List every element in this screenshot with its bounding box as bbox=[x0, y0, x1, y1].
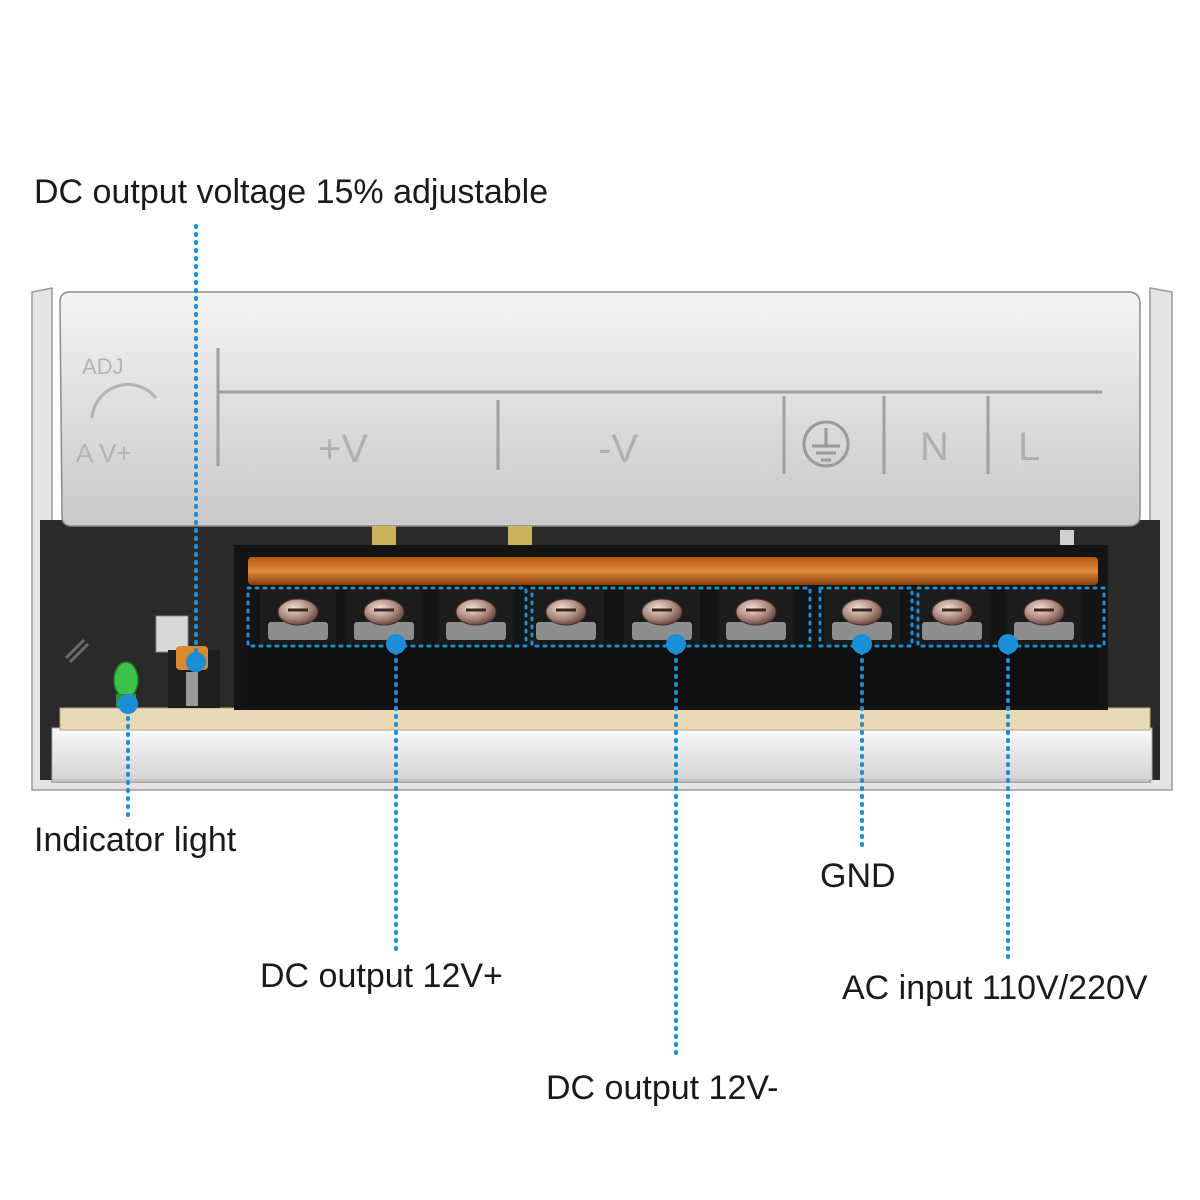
adj-arc bbox=[90, 383, 158, 419]
top-cover bbox=[59, 291, 1141, 527]
terminal-block-base bbox=[248, 647, 1098, 705]
side-slot bbox=[64, 638, 90, 664]
dot-indicator bbox=[118, 694, 138, 714]
v-minus-marking: -V bbox=[598, 427, 638, 471]
callout-leaders bbox=[126, 224, 1010, 1060]
terminal-cover-rail bbox=[248, 557, 1098, 585]
terminal-screw bbox=[528, 590, 604, 644]
indicator-led bbox=[113, 661, 139, 699]
potentiometer-pin bbox=[186, 672, 198, 706]
terminal-screw bbox=[346, 590, 422, 644]
l-marking: L bbox=[1018, 425, 1040, 469]
v-plus-marking: +V bbox=[318, 427, 368, 471]
adj-range-marking: A V+ bbox=[76, 438, 132, 468]
label-indicator-light: Indicator light bbox=[34, 821, 237, 859]
label-voltage-adjust: DC output voltage 15% adjustable bbox=[34, 173, 549, 211]
terminal-screws bbox=[260, 590, 1082, 644]
group-outline-gnd bbox=[818, 586, 914, 648]
terminal-screw bbox=[438, 590, 514, 644]
terminal-screw bbox=[260, 590, 336, 644]
dot-adjust bbox=[186, 652, 206, 672]
label-gnd: GND bbox=[820, 857, 896, 895]
dot-gnd bbox=[852, 634, 872, 654]
dot-dc-minus bbox=[666, 634, 686, 654]
dot-dc-plus bbox=[386, 634, 406, 654]
label-dc-output-minus: DC output 12V- bbox=[546, 1069, 779, 1107]
housing-shell bbox=[31, 287, 1173, 791]
dot-ac bbox=[998, 634, 1018, 654]
terminal-screw bbox=[624, 590, 700, 644]
terminal-screw bbox=[914, 590, 990, 644]
label-dc-output-plus: DC output 12V+ bbox=[260, 957, 503, 995]
terminal-screw bbox=[718, 590, 794, 644]
pcb-board bbox=[59, 707, 1151, 731]
adj-marking: ADJ bbox=[82, 354, 124, 379]
callout-dots bbox=[118, 634, 1018, 714]
housing-bottom-lip bbox=[51, 727, 1153, 781]
n-marking: N bbox=[920, 425, 949, 469]
ground-icon bbox=[802, 420, 850, 468]
terminal-screw bbox=[1006, 590, 1082, 644]
label-ac-input: AC input 110V/220V bbox=[842, 969, 1148, 1007]
